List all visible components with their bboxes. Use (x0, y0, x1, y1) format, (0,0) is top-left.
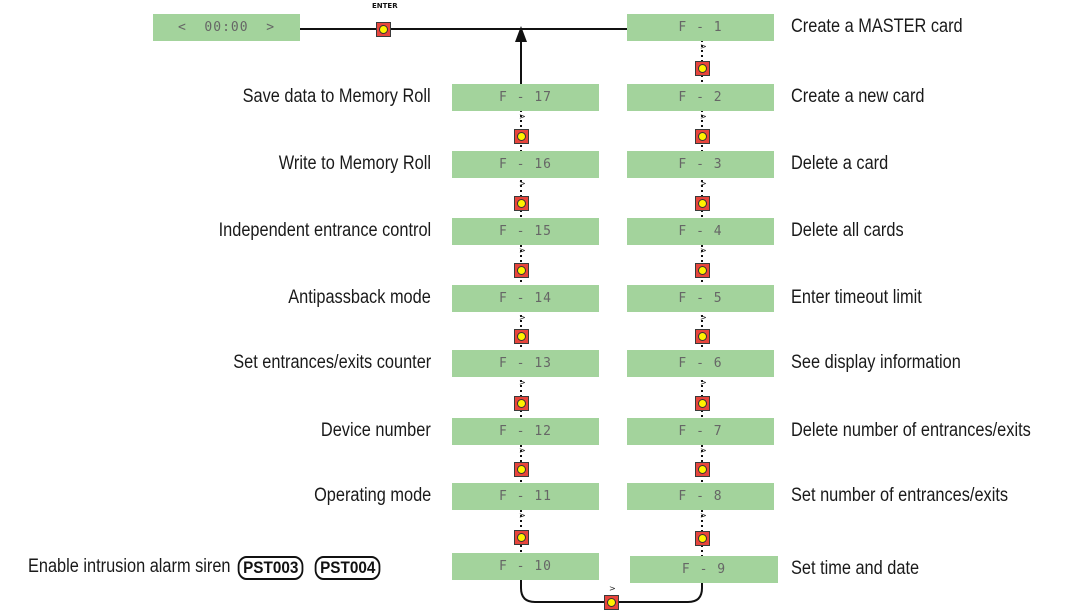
function-display-13: F - 13 (452, 350, 599, 377)
function-label-11: Operating mode (313, 485, 431, 506)
chevron-right-icon: > (700, 42, 707, 51)
function-label-5: Enter timeout limit (791, 287, 922, 308)
function-display-15: F - 15 (452, 218, 599, 245)
function-display-17: F - 17 (452, 84, 599, 111)
chevron-right-icon: > (519, 511, 526, 520)
chevron-right-icon: > (519, 378, 526, 387)
function-label-17: Save data to Memory Roll (243, 86, 431, 107)
menu-next-button[interactable] (514, 196, 529, 211)
chevron-right-icon: > (700, 446, 707, 455)
enter-button[interactable] (376, 22, 391, 37)
function-display-6: F - 6 (627, 350, 774, 377)
menu-next-button[interactable] (514, 396, 529, 411)
function-display-5: F - 5 (627, 285, 774, 312)
menu-next-button[interactable] (514, 129, 529, 144)
chevron-right-icon: > (700, 179, 707, 188)
function-display-8: F - 8 (627, 483, 774, 510)
model-badge-pst004: PST004 (315, 556, 382, 580)
menu-next-button[interactable] (514, 530, 529, 545)
chevron-right-icon: > (700, 378, 707, 387)
menu-next-button[interactable] (514, 462, 529, 477)
menu-next-button[interactable] (695, 263, 710, 278)
menu-next-button[interactable] (695, 196, 710, 211)
chevron-right-icon: > (519, 246, 526, 255)
menu-next-button[interactable] (695, 129, 710, 144)
model-badge-pst003: PST003 (237, 556, 304, 580)
function-display-16: F - 16 (452, 151, 599, 178)
function-label-13: Set entrances/exits counter (232, 352, 431, 373)
chevron-right-icon: > (700, 511, 707, 520)
function-display-10: F - 10 (452, 553, 599, 580)
function-label-1: Create a MASTER card (791, 16, 963, 37)
function-label-2: Create a new card (791, 86, 925, 107)
function-display-4: F - 4 (627, 218, 774, 245)
function-label-7: Delete number of entrances/exits (791, 420, 1031, 441)
enter-label: ENTER (372, 2, 398, 10)
function-display-7: F - 7 (627, 418, 774, 445)
function-display-12: F - 12 (452, 418, 599, 445)
menu-next-button[interactable] (695, 531, 710, 546)
function-display-2: F - 2 (627, 84, 774, 111)
function-label-14: Antipassback mode (288, 287, 431, 308)
menu-next-button[interactable] (514, 329, 529, 344)
function-label-8: Set number of entrances/exits (791, 485, 1009, 506)
function-label-9: Set time and date (791, 558, 920, 579)
function-display-1: F - 1 (627, 14, 774, 41)
bottom-chevron: > (609, 584, 616, 593)
chevron-right-icon: > (519, 313, 526, 322)
chevron-right-icon: > (519, 179, 526, 188)
chevron-right-icon: > (519, 112, 526, 121)
chevron-right-icon: > (700, 112, 707, 121)
function-label-4: Delete all cards (791, 220, 904, 241)
menu-next-button[interactable] (695, 329, 710, 344)
menu-next-button[interactable] (514, 263, 529, 278)
function-label-16: Write to Memory Roll (278, 153, 431, 174)
chevron-right-icon: > (519, 446, 526, 455)
menu-next-button[interactable] (695, 61, 710, 76)
function-label-3: Delete a card (791, 153, 889, 174)
time-display: < 00:00 > (153, 14, 300, 41)
function-label-6: See display information (791, 352, 961, 373)
model-badges: PST003 PST004 (234, 556, 385, 580)
menu-next-button[interactable] (695, 396, 710, 411)
function-display-11: F - 11 (452, 483, 599, 510)
function-label-12: Device number (321, 420, 431, 441)
function-display-14: F - 14 (452, 285, 599, 312)
function-display-3: F - 3 (627, 151, 774, 178)
function-label-10: Enable intrusion alarm siren (28, 556, 231, 577)
chevron-right-icon: > (700, 313, 707, 322)
function-label-15: Independent entrance control (218, 220, 431, 241)
menu-next-button[interactable] (695, 462, 710, 477)
function-display-9: F - 9 (630, 556, 778, 583)
bottom-button[interactable] (604, 595, 619, 610)
chevron-right-icon: > (700, 246, 707, 255)
